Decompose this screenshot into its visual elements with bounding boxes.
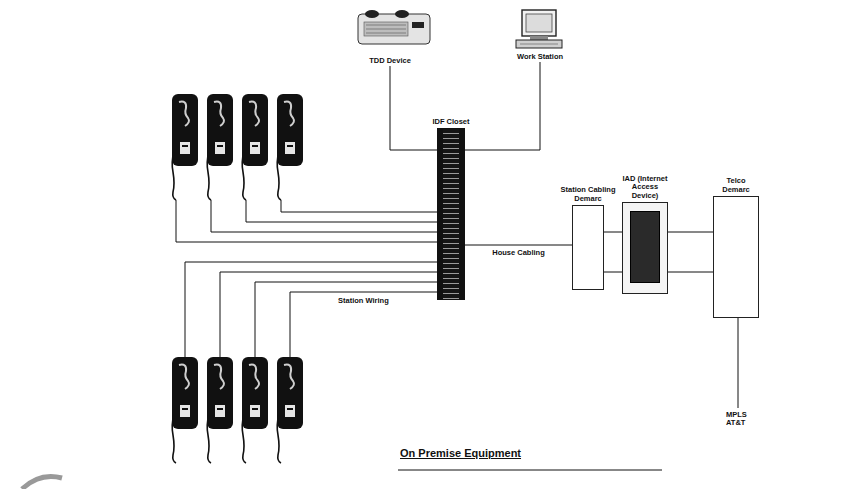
node-heading: IDF Closet (430, 118, 472, 126)
node-heading: Station Cabling Demarc (560, 186, 616, 203)
edge-label: House Cabling (490, 248, 547, 257)
demarc-box: Station Cabling Demarc (572, 205, 604, 290)
wiring-label: Station Wiring (338, 297, 389, 305)
network-label: MPLS AT&T (726, 411, 760, 428)
cable-connector (390, 66, 437, 150)
payphone (277, 357, 303, 463)
payphone (207, 357, 233, 463)
payphone (172, 357, 198, 463)
node-label: Work Station (505, 53, 575, 61)
payphone (207, 94, 233, 200)
idf-closet: IDF Closet (437, 128, 465, 300)
device-node: Work Station (505, 6, 575, 62)
seal-mark (22, 476, 62, 489)
payphone (277, 94, 303, 200)
payphone (172, 94, 198, 200)
cable-connector (465, 62, 540, 150)
iad-panel (630, 211, 660, 283)
node-heading: Telco Demarc (713, 177, 759, 194)
node-heading: IAD (Internet Access Device) (621, 175, 669, 200)
station-wiring (176, 200, 437, 357)
workstation-icon (516, 10, 562, 48)
telco-demarc: Telco Demarc (713, 196, 759, 318)
section-title: On Premise Equipment (400, 447, 521, 459)
device-node: TDD Device (345, 8, 435, 66)
node-label: TDD Device (345, 57, 435, 65)
cable-connector (465, 245, 572, 246)
iad-box: IAD (Internet Access Device) (622, 202, 668, 294)
cable-connector (604, 232, 622, 233)
tdd-icon (358, 10, 430, 44)
cabling-line (398, 272, 738, 470)
cable-connector (668, 232, 713, 233)
payphone (242, 357, 268, 463)
payphone (242, 94, 268, 200)
